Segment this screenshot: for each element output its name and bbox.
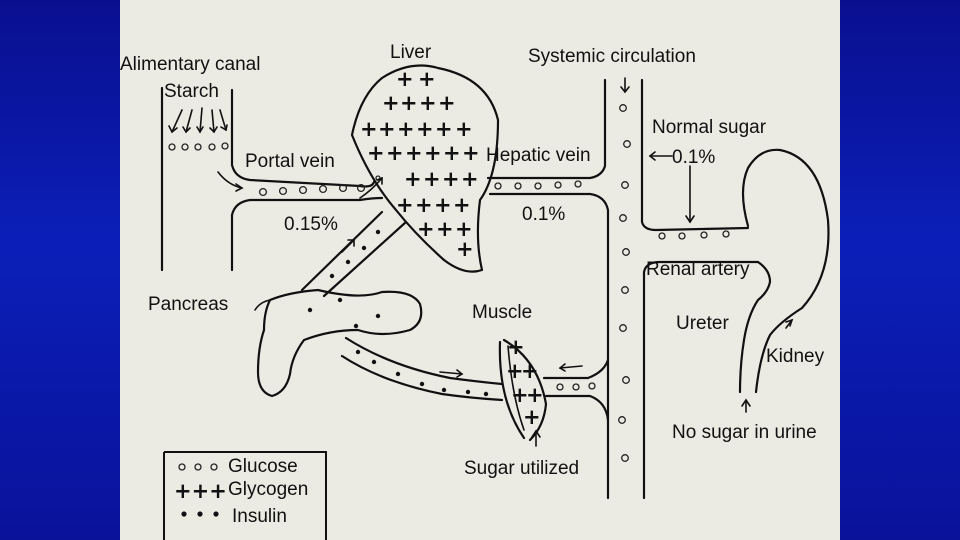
hepatic-vein-label: Hepatic vein [486,145,591,166]
muscle-label: Muscle [472,302,532,323]
systemic-circulation-label: Systemic circulation [528,46,696,67]
svg-text:+: + [423,167,441,191]
svg-text:+: + [396,67,414,91]
pancreas-label: Pancreas [148,294,228,315]
alimentary-canal-label: Alimentary canal [120,54,260,75]
kidney [740,150,828,412]
svg-text:+: + [378,117,396,141]
svg-text:+: + [442,167,460,191]
legend: Glucose +++ Glycogen Insulin [164,452,326,540]
svg-text:+: + [462,141,480,165]
svg-text:+: + [453,193,471,217]
portal-concentration: 0.15% [284,214,338,235]
svg-text:+: + [416,117,434,141]
svg-text:+: + [417,217,435,241]
svg-text:+: + [436,217,454,241]
ureter-label: Ureter [676,313,729,334]
pancreas-to-muscle-vessel [342,338,502,400]
liver: ++ ++++ ++++++ ++++++ ++++ ++++ +++ + [352,66,498,272]
svg-text:+: + [367,141,385,165]
svg-text:+: + [455,117,473,141]
kidney-label: Kidney [766,346,825,367]
svg-text:+: + [396,193,414,217]
pancreas [255,290,421,396]
svg-text:+: + [521,359,539,383]
svg-text:+: + [397,117,415,141]
no-sugar-in-urine-label: No sugar in urine [672,422,817,443]
svg-text:+: + [434,193,452,217]
svg-text:+: + [443,141,461,165]
svg-text:+: + [461,167,479,191]
muscle: + ++ ++ + [500,335,608,446]
hepatic-concentration: 0.1% [522,204,565,225]
normal-sugar-value: 0.1% [672,147,715,168]
legend-glycogen-label: Glycogen [228,479,308,500]
legend-insulin-symbol [181,511,218,516]
systemic-glucose [619,105,631,462]
svg-text:+: + [419,91,437,115]
svg-text:+: + [386,141,404,165]
svg-text:+: + [405,141,423,165]
svg-text:+: + [404,167,422,191]
legend-insulin-label: Insulin [232,506,287,527]
svg-text:+: + [400,91,418,115]
svg-text:+: + [360,117,378,141]
svg-text:+: + [526,383,544,407]
starch-arrows [169,108,227,132]
svg-text:+: + [435,117,453,141]
svg-text:+: + [456,237,474,261]
normal-sugar-label: Normal sugar [652,117,767,138]
renal-artery-glucose [659,231,729,239]
legend-glucose-label: Glucose [228,456,298,477]
renal-artery-label: Renal artery [646,259,750,280]
svg-text:+: + [438,91,456,115]
liver-label: Liver [390,42,432,63]
svg-text:+: + [382,91,400,115]
svg-text:+: + [424,141,442,165]
svg-text:+: + [418,67,436,91]
svg-text:+: + [523,405,541,429]
legend-glucose-symbol [179,464,217,470]
legend-glycogen-symbol: +++ [174,479,227,503]
hepatic-vein [488,80,608,498]
portal-vein-label: Portal vein [245,151,335,172]
svg-text:+: + [415,193,433,217]
sugar-utilized-label: Sugar utilized [464,458,579,479]
diagram-slide: ++ ++++ ++++++ ++++++ ++++ ++++ +++ + [120,0,840,540]
glucose-metabolism-diagram: ++ ++++ ++++++ ++++++ ++++ ++++ +++ + [120,0,840,540]
svg-text:+: + [507,335,525,359]
starch-label: Starch [164,81,219,102]
starch-glucose-circles [169,143,228,150]
